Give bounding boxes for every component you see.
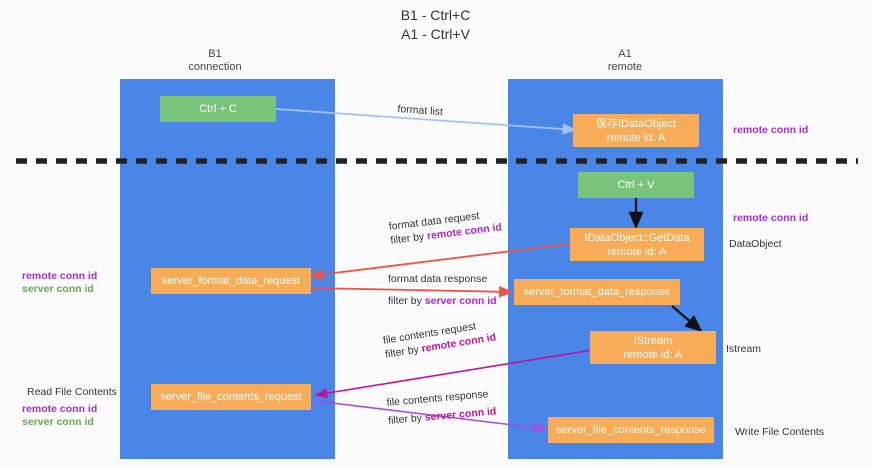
edge-label-file-contents-response: file contents response filter by server …	[386, 387, 497, 428]
edge-label-format-data-response-filter: filter by server conn id	[388, 294, 497, 308]
node-server-file-contents-request-label: server_file_contents_request	[160, 391, 302, 403]
side-label-istream: Istream	[726, 343, 762, 355]
filter-key-server-conn-id: server conn id	[424, 295, 497, 307]
node-server-format-data-response[interactable]: server_format_data_response	[514, 279, 680, 305]
edge-label-format-list: format list	[397, 102, 443, 119]
node-ctrl-c[interactable]: Ctrl + C	[160, 96, 276, 122]
node-server-format-data-request[interactable]: server_format_data_request	[151, 268, 311, 294]
node-ctrl-v[interactable]: Ctrl + V	[578, 172, 694, 198]
lane-header-a1-title: A1	[618, 48, 632, 60]
node-idataobject-getdata-line-1: IDataObject::GetData	[584, 231, 690, 244]
filter-prefix: filter by	[387, 411, 426, 427]
node-istream-line-1: IStream	[633, 334, 673, 347]
side-label-left-remote-conn-id-top: remote conn id	[22, 270, 98, 282]
edge-label-format-data-response-text: format data response	[388, 273, 488, 285]
node-save-idataobject[interactable]: 保存IDataObject remote id: A	[573, 114, 699, 147]
side-label-left-server-conn-id-top: server conn id	[22, 283, 94, 295]
edge-label-format-data-request: format data request filter by remote con…	[388, 206, 503, 247]
node-ctrl-v-label: Ctrl + V	[617, 179, 655, 191]
node-server-format-data-response-label: server_format_data_response	[523, 286, 671, 298]
side-label-left-remote-conn-id-bottom: remote conn id	[22, 403, 98, 415]
side-label-left-server-conn-id-bottom: server conn id	[22, 416, 94, 428]
node-save-idataobject-line-1: 保存IDataObject	[595, 117, 677, 130]
node-ctrl-c-label: Ctrl + C	[199, 103, 237, 115]
node-idataobject-getdata-line-2: remote id: A	[607, 245, 667, 258]
lane-header-b1-title: B1	[208, 48, 222, 60]
lane-header-b1-subtitle: connection	[188, 61, 242, 73]
node-server-file-contents-response-label: server_file_contents_response	[556, 424, 706, 436]
side-label-right-remote-conn-id-top: remote conn id	[733, 124, 809, 136]
edge-label-file-contents-request: file contents request filter by remote c…	[382, 316, 497, 361]
node-idataobject-getdata[interactable]: IDataObject::GetData remote id: A	[570, 228, 704, 261]
node-istream[interactable]: IStream remote id: A	[590, 331, 716, 364]
side-label-read-file-contents: Read File Contents	[27, 386, 117, 398]
lane-header-a1-subtitle: remote	[607, 61, 643, 73]
lane-header-a1: A1 remote	[565, 48, 685, 74]
diagram-title-line-2: A1 - Ctrl+V	[401, 26, 470, 42]
node-istream-line-2: remote id: A	[623, 348, 683, 361]
side-label-dataobject: DataObject	[729, 238, 782, 250]
node-server-file-contents-response[interactable]: server_file_contents_response	[548, 417, 714, 443]
side-label-write-file-contents: Write File Contents	[735, 426, 825, 438]
node-server-format-data-request-label: server_format_data_request	[161, 275, 301, 287]
diagram-title-line-1: B1 - Ctrl+C	[400, 7, 471, 23]
lane-header-b1: B1 connection	[155, 48, 275, 74]
edge-label-format-list-text: format list	[397, 102, 444, 119]
filter-prefix: filter by	[388, 295, 425, 307]
node-server-file-contents-request[interactable]: server_file_contents_request	[151, 384, 311, 410]
edge-label-format-data-response: format data response filter by server co…	[388, 272, 497, 308]
filter-prefix: filter by	[389, 230, 428, 247]
node-save-idataobject-line-2: remote id: A	[606, 131, 666, 144]
filter-key-server-conn-id: server conn id	[424, 405, 497, 424]
side-label-right-remote-conn-id-mid: remote conn id	[733, 212, 809, 224]
